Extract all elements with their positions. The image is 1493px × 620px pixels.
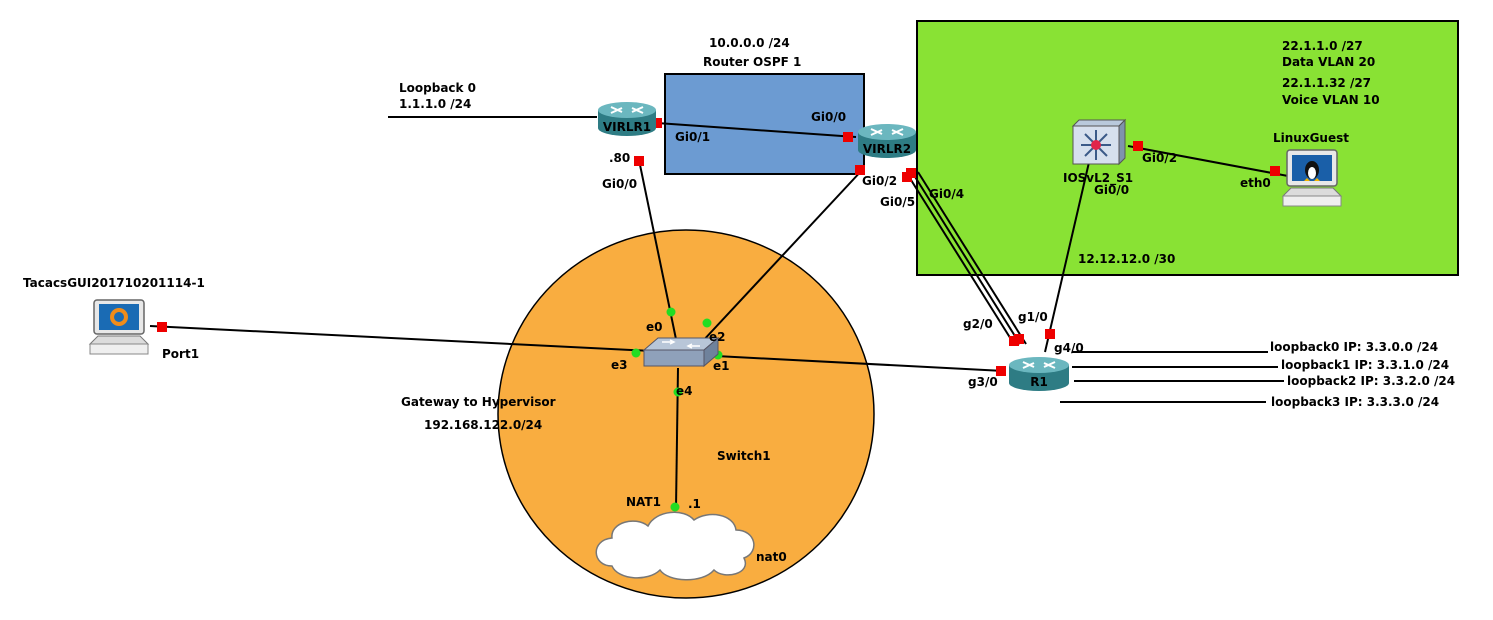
gateway-area-text-2: 192.168.122.0/24: [424, 418, 542, 432]
vlan-area-text-1: 22.1.1.0 /27: [1282, 39, 1363, 53]
node-label-nat: nat0: [756, 550, 787, 564]
node-iosvl2[interactable]: [1071, 118, 1127, 166]
port-r1-g30[interactable]: [996, 366, 1006, 376]
vlan-area-text-4: Voice VLAN 10: [1282, 93, 1380, 107]
link-virlr2-r1-a: [905, 171, 1015, 345]
port-linux-eth0[interactable]: [1270, 166, 1280, 176]
label-r1-g30: g3/0: [968, 375, 998, 389]
label-virlr2-gi02: Gi0/2: [862, 174, 897, 188]
label-sw-e1: e1: [713, 359, 730, 373]
label-sw-e4: e4: [676, 384, 693, 398]
port-sw-e2[interactable]: [702, 318, 712, 328]
label-sw-e3: e3: [611, 358, 628, 372]
link-virlr2-r1-b: [911, 171, 1021, 345]
port-nat1[interactable]: [670, 502, 680, 512]
port-iosvl2-gi02[interactable]: [1133, 141, 1143, 151]
node-r1[interactable]: R1: [1009, 357, 1069, 391]
gateway-area-text-1: Gateway to Hypervisor: [401, 395, 556, 409]
label-loopback0-virlr1-ip: 1.1.1.0 /24: [399, 97, 471, 111]
label-r1-g20: g2/0: [963, 317, 993, 331]
label-r1-g40: g4/0: [1054, 341, 1084, 355]
ospf-area-title: Router OSPF 1: [703, 55, 801, 69]
port-virlr1-gi01[interactable]: [652, 118, 662, 128]
port-virlr1-gi00[interactable]: [634, 156, 644, 166]
port-sw-e3[interactable]: [631, 348, 641, 358]
label-r1-loopback1: loopback1 IP: 3.3.1.0 /24: [1281, 358, 1449, 372]
link-virlr1-virlr2: [656, 122, 857, 138]
label-sw-e0: e0: [646, 320, 663, 334]
label-tacacs-port1: Port1: [162, 347, 199, 361]
link-iosvl2-linuxguest: [1127, 145, 1289, 177]
label-r1-loopback3: loopback3 IP: 3.3.3.0 /24: [1271, 395, 1439, 409]
ospf-area: [664, 73, 865, 175]
ospf-area-subnet: 10.0.0.0 /24: [709, 36, 790, 50]
cloud-icon: [595, 511, 755, 581]
label-virlr1-80: .80: [609, 151, 630, 165]
label-nat-dot1: .1: [688, 497, 701, 511]
port-virlr2-gi02[interactable]: [855, 165, 865, 175]
node-nat[interactable]: [595, 511, 755, 581]
link-virlr2-switch1: [699, 167, 865, 345]
ethernet-switch-icon: [642, 336, 720, 368]
node-switch1[interactable]: [642, 336, 720, 368]
node-tacacs[interactable]: [88, 299, 150, 355]
label-iosvl2-gi02: Gi0/2: [1142, 151, 1177, 165]
label-nat1: NAT1: [626, 495, 661, 509]
router-icon: [858, 124, 916, 158]
node-label-tacacs: TacacsGUI201710201114-1: [23, 276, 205, 290]
vlan-area: [916, 20, 1459, 276]
label-virlr1-gi01: Gi0/1: [675, 130, 710, 144]
link-switch1-r1: [715, 355, 1005, 372]
label-iosvl2-gi00: Gi0/0: [1094, 183, 1129, 197]
label-virlr2-gi00: Gi0/0: [811, 110, 846, 124]
node-label-virlr1: VIRLR1: [603, 120, 651, 134]
port-r1-g20b[interactable]: [1014, 334, 1024, 344]
port-tacacs-port1[interactable]: [157, 322, 167, 332]
label-virlr2-gi04: Gi0/4: [929, 187, 964, 201]
node-label-virlr2: VIRLR2: [863, 142, 911, 156]
links: [149, 116, 1289, 509]
vlan-area-subnet: 12.12.12.0 /30: [1078, 252, 1175, 266]
label-r1-loopback0: loopback0 IP: 3.3.0.0 /24: [1270, 340, 1438, 354]
node-label-iosvl2: IOSvL2_S1: [1063, 171, 1133, 186]
link-iosvl2-r1: [1044, 157, 1091, 353]
label-virlr2-gi05: Gi0/5: [880, 195, 915, 209]
linux-host-icon: [1281, 149, 1343, 207]
vlan-area-text-3: 22.1.1.32 /27: [1282, 76, 1371, 90]
node-virlr2[interactable]: VIRLR2: [858, 124, 916, 158]
port-virlr2-gi00[interactable]: [843, 132, 853, 142]
port-virlr2-gi04[interactable]: [906, 168, 916, 178]
label-r1-g10: g1/0: [1018, 310, 1048, 324]
node-label-switch1: Switch1: [717, 449, 771, 463]
gateway-area: [497, 229, 875, 599]
node-label-linuxguest: LinuxGuest: [1273, 131, 1349, 145]
gui-host-icon: [88, 299, 150, 355]
node-linuxguest[interactable]: [1281, 149, 1343, 207]
vlan-area-text-2: Data VLAN 20: [1282, 55, 1375, 69]
label-virlr1-gi00: Gi0/0: [602, 177, 637, 191]
link-virlr2-r1-c: [917, 171, 1027, 345]
port-sw-e4[interactable]: [673, 387, 683, 397]
label-sw-e2: e2: [709, 330, 726, 344]
port-sw-e0[interactable]: [666, 307, 676, 317]
router-icon: [1009, 357, 1069, 391]
node-label-r1: R1: [1030, 375, 1048, 389]
link-tacacs-switch1: [149, 325, 653, 352]
node-virlr1[interactable]: VIRLR1: [598, 102, 656, 136]
label-r1-loopback2: loopback2 IP: 3.3.2.0 /24: [1287, 374, 1455, 388]
label-linux-eth0: eth0: [1240, 176, 1271, 190]
label-loopback0-virlr1: Loopback 0: [399, 81, 476, 95]
port-r1-g10[interactable]: [1045, 329, 1055, 339]
router-icon: [598, 102, 656, 136]
multilayer-switch-icon: [1071, 118, 1127, 166]
